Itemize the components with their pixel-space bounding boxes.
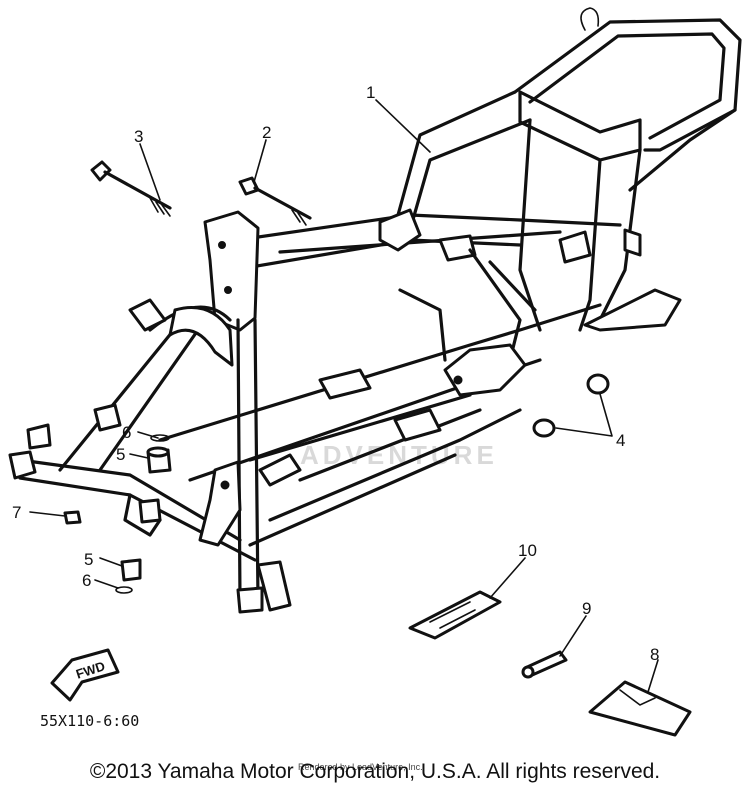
callout-2: 2 xyxy=(262,123,271,142)
part-8 xyxy=(588,680,692,737)
callout-5a: 5 xyxy=(116,445,125,464)
copyright-notice: ©2013 Yamaha Motor Corporation, U.S.A. A… xyxy=(89,760,661,783)
callout-4: 4 xyxy=(616,431,625,450)
callout-1: 1 xyxy=(366,83,375,102)
fwd-arrow: FWD xyxy=(50,648,120,702)
nuts-4 xyxy=(532,373,610,438)
callout-8: 8 xyxy=(650,645,659,664)
dampers-5-6-7 xyxy=(63,434,172,594)
callout-5b: 5 xyxy=(84,550,93,569)
bolt-3 xyxy=(90,160,172,217)
bolt-2 xyxy=(238,176,312,226)
rendered-by-text: Rendered by LeadVenture, Inc. xyxy=(298,762,423,772)
callout-3: 3 xyxy=(134,127,143,146)
leader-lines xyxy=(29,99,659,693)
callout-6a: 6 xyxy=(122,423,131,442)
part-9 xyxy=(521,650,568,679)
callout-10: 10 xyxy=(518,541,537,560)
main-frame xyxy=(8,7,742,614)
callout-7: 7 xyxy=(12,503,21,522)
diagram-code: 55X110-6:60 xyxy=(40,712,139,730)
callout-6b: 6 xyxy=(82,571,91,590)
callout-9: 9 xyxy=(582,599,591,618)
part-10 xyxy=(408,590,502,640)
callout-numbers: 1 2 3 4 5 5 6 6 7 8 9 10 xyxy=(12,83,659,664)
